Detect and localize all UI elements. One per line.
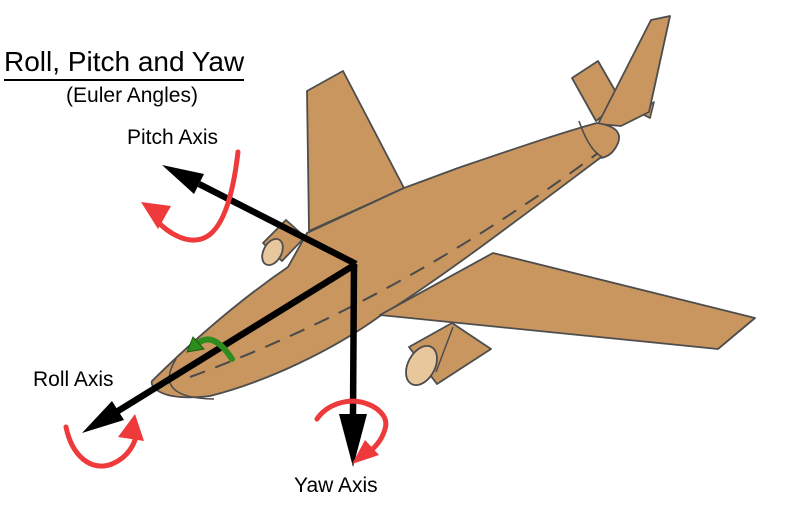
near-wing <box>379 252 756 350</box>
near-engine <box>405 322 492 386</box>
roll-axis-label: Roll Axis <box>33 368 114 391</box>
diagram-title: Roll, Pitch and Yaw <box>4 47 245 82</box>
near-engine-intake <box>405 345 438 386</box>
far-engine-intake <box>261 238 284 266</box>
pitch-rotation-arrow <box>141 149 241 243</box>
yaw-axis-arrowhead <box>339 414 367 467</box>
roll-axis-arrowhead <box>82 401 124 433</box>
vertical-stabilizer <box>597 15 671 127</box>
fuselage <box>150 122 620 399</box>
pitch-axis-arrow <box>162 165 358 267</box>
fuselage-centerline <box>189 152 599 378</box>
nose-cap-line <box>168 358 215 400</box>
yaw-rotation-arrowhead <box>352 440 379 464</box>
pitch-axis-label: Pitch Axis <box>127 126 219 149</box>
roll-indicator-arrowhead <box>186 336 205 353</box>
rotation-arrows <box>63 149 389 469</box>
tail-cap-line <box>578 120 603 158</box>
pitch-rotation-arrowhead <box>141 202 171 229</box>
body-axes <box>82 165 367 467</box>
near-engine-seam <box>435 326 454 373</box>
diagram-subtitle: (Euler Angles) <box>66 84 198 107</box>
roll-axis-arrow <box>82 261 358 433</box>
yaw-axis-label: Yaw Axis <box>294 474 378 497</box>
roll-rotation-arrow <box>63 414 144 469</box>
roll-direction-indicator <box>186 336 235 362</box>
yaw-axis-arrow <box>339 263 367 467</box>
pitch-axis-arrowhead <box>162 165 204 194</box>
roll-rotation-arrowhead <box>118 414 144 441</box>
yaw-rotation-arrow <box>314 398 389 464</box>
